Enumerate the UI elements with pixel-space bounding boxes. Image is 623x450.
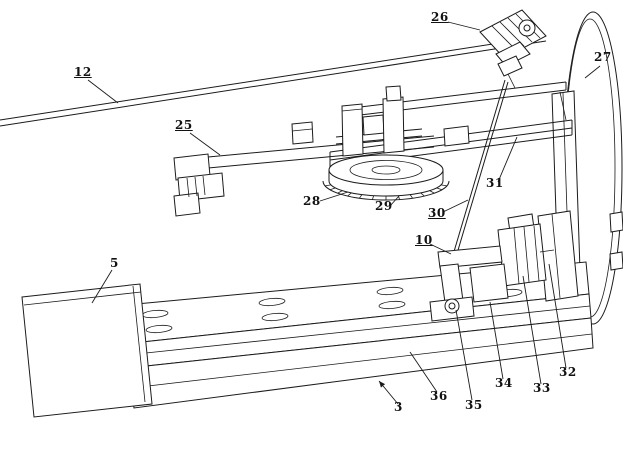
gripper-block-c: [173, 192, 201, 217]
motor-33-hatch: [513, 225, 540, 285]
leader-line-33: [522, 275, 542, 385]
screw-head: [518, 19, 536, 37]
rail-groove: [126, 305, 591, 356]
leader-line-34: [489, 301, 504, 380]
part-rotary-table: [322, 154, 450, 201]
part-slide-block: [21, 283, 153, 418]
leader-line-28: [319, 191, 349, 202]
beam-block: [443, 125, 470, 147]
part-top-motor: [479, 9, 547, 89]
beam-brace: [559, 91, 567, 121]
tower-right: [382, 96, 405, 154]
leader-line-25: [189, 132, 221, 156]
bracket-32-edge: [551, 213, 561, 299]
leader-line-35: [455, 309, 473, 401]
table-ring: [349, 160, 423, 180]
leader-line-29: [389, 195, 400, 207]
part-feed-arm: [173, 121, 435, 217]
part-long-rod: [0, 35, 547, 127]
motor-link: [507, 73, 516, 89]
push-rod-line: [449, 79, 506, 266]
disc-tab: [609, 251, 623, 271]
gripper-teeth: [186, 175, 206, 198]
bracket-10-horizontal: [437, 245, 503, 269]
clamp-middle: [362, 114, 385, 136]
block-34: [469, 263, 509, 303]
gear-teeth: [325, 184, 447, 200]
motor-foot: [497, 55, 523, 77]
push-rod-line: [452, 81, 509, 268]
slide-block-side-edge: [132, 285, 146, 403]
tower-left-cap: [341, 108, 363, 112]
leader-line-36: [409, 351, 438, 393]
upper-beam: [351, 81, 567, 117]
part-frame-beams: [329, 81, 573, 168]
leader-line-32: [548, 263, 567, 369]
disc-tab: [609, 211, 623, 233]
screw-center: [523, 24, 531, 32]
cylinder-35-bore: [448, 302, 456, 310]
table-hub: [371, 165, 401, 175]
leader-line-30: [442, 199, 469, 213]
tower-left: [341, 103, 364, 157]
slide-block-top-edge: [23, 291, 142, 306]
rail-slot: [378, 300, 406, 310]
leader-line-12: [87, 79, 119, 104]
arm-small-block-line: [291, 128, 313, 132]
leader-line-10: [429, 243, 452, 255]
rail-slot: [261, 312, 289, 322]
part-clamp-towers: [335, 85, 423, 157]
part-carriage-assembly: [429, 210, 579, 322]
leader-line-5: [91, 269, 113, 304]
slide-block-body: [21, 283, 153, 418]
motor-hatch-lines: [491, 13, 541, 51]
tower-top-block: [385, 85, 402, 102]
leader-line-27: [584, 65, 601, 79]
cylinder-35: [444, 298, 460, 314]
motor-shaft: [539, 249, 555, 253]
rail-slot: [258, 297, 286, 307]
base-edge-line: [130, 333, 593, 389]
rod-top-line: [0, 35, 546, 121]
table-top: [328, 154, 444, 186]
part-push-rod: [449, 79, 509, 268]
leader-line-26: [447, 21, 481, 31]
leader-line-31: [497, 136, 518, 183]
leader-line-3: [378, 380, 399, 405]
rail-slot: [145, 324, 173, 334]
rail-slot: [376, 286, 404, 296]
arm-small-block: [291, 121, 314, 145]
leader-lines: [87, 21, 601, 405]
rod-bottom-line: [0, 40, 547, 127]
